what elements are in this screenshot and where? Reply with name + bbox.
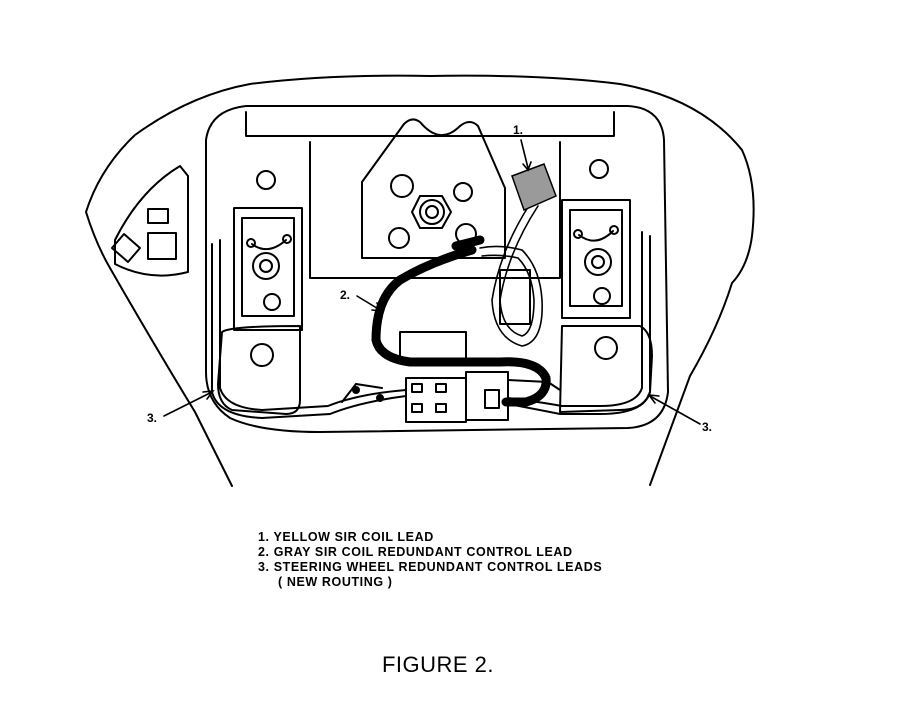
legend: 1. YELLOW SIR COIL LEAD 2. GRAY SIR COIL… (258, 530, 602, 590)
callout-steering-right: 3. (702, 420, 713, 434)
left-mount-bracket (233, 207, 303, 331)
center-plate (361, 118, 506, 259)
module-housing (205, 105, 669, 433)
callout-gray-lead: 2. (340, 288, 351, 302)
right-mount-bracket (561, 199, 631, 319)
center-nut (411, 195, 452, 229)
left-switch-tab (111, 233, 141, 263)
callout-yellow-lead: 1. (513, 123, 524, 137)
leader-line-3-left (163, 391, 213, 417)
upper-recess (245, 111, 615, 137)
steering-wheel-module-diagram (85, 74, 755, 487)
leader-line-2 (356, 295, 381, 311)
leader-line-3-right (649, 395, 701, 425)
left-switch-lower (147, 232, 177, 260)
callout-steering-left: 3. (147, 411, 158, 425)
legend-item-3: 3. STEERING WHEEL REDUNDANT CONTROL LEAD… (258, 560, 603, 574)
leader-line-1 (520, 139, 529, 169)
gray-sir-coil-lead (371, 245, 551, 407)
left-switch-upper (147, 208, 169, 224)
steering-wheel-outline (85, 74, 755, 487)
legend-note: ( NEW ROUTING ) (278, 575, 393, 589)
center-connector (399, 331, 467, 361)
steering-wheel-leads (211, 231, 651, 420)
yellow-sir-coil-lead (479, 163, 557, 347)
yellow-lead-connector (511, 163, 557, 212)
legend-item-2: 2. GRAY SIR COIL REDUNDANT CONTROL LEAD (258, 545, 573, 559)
left-spoke-window (114, 165, 189, 277)
figure-title: FIGURE 2. (381, 652, 495, 677)
legend-item-1: 1. YELLOW SIR COIL LEAD (258, 530, 434, 544)
